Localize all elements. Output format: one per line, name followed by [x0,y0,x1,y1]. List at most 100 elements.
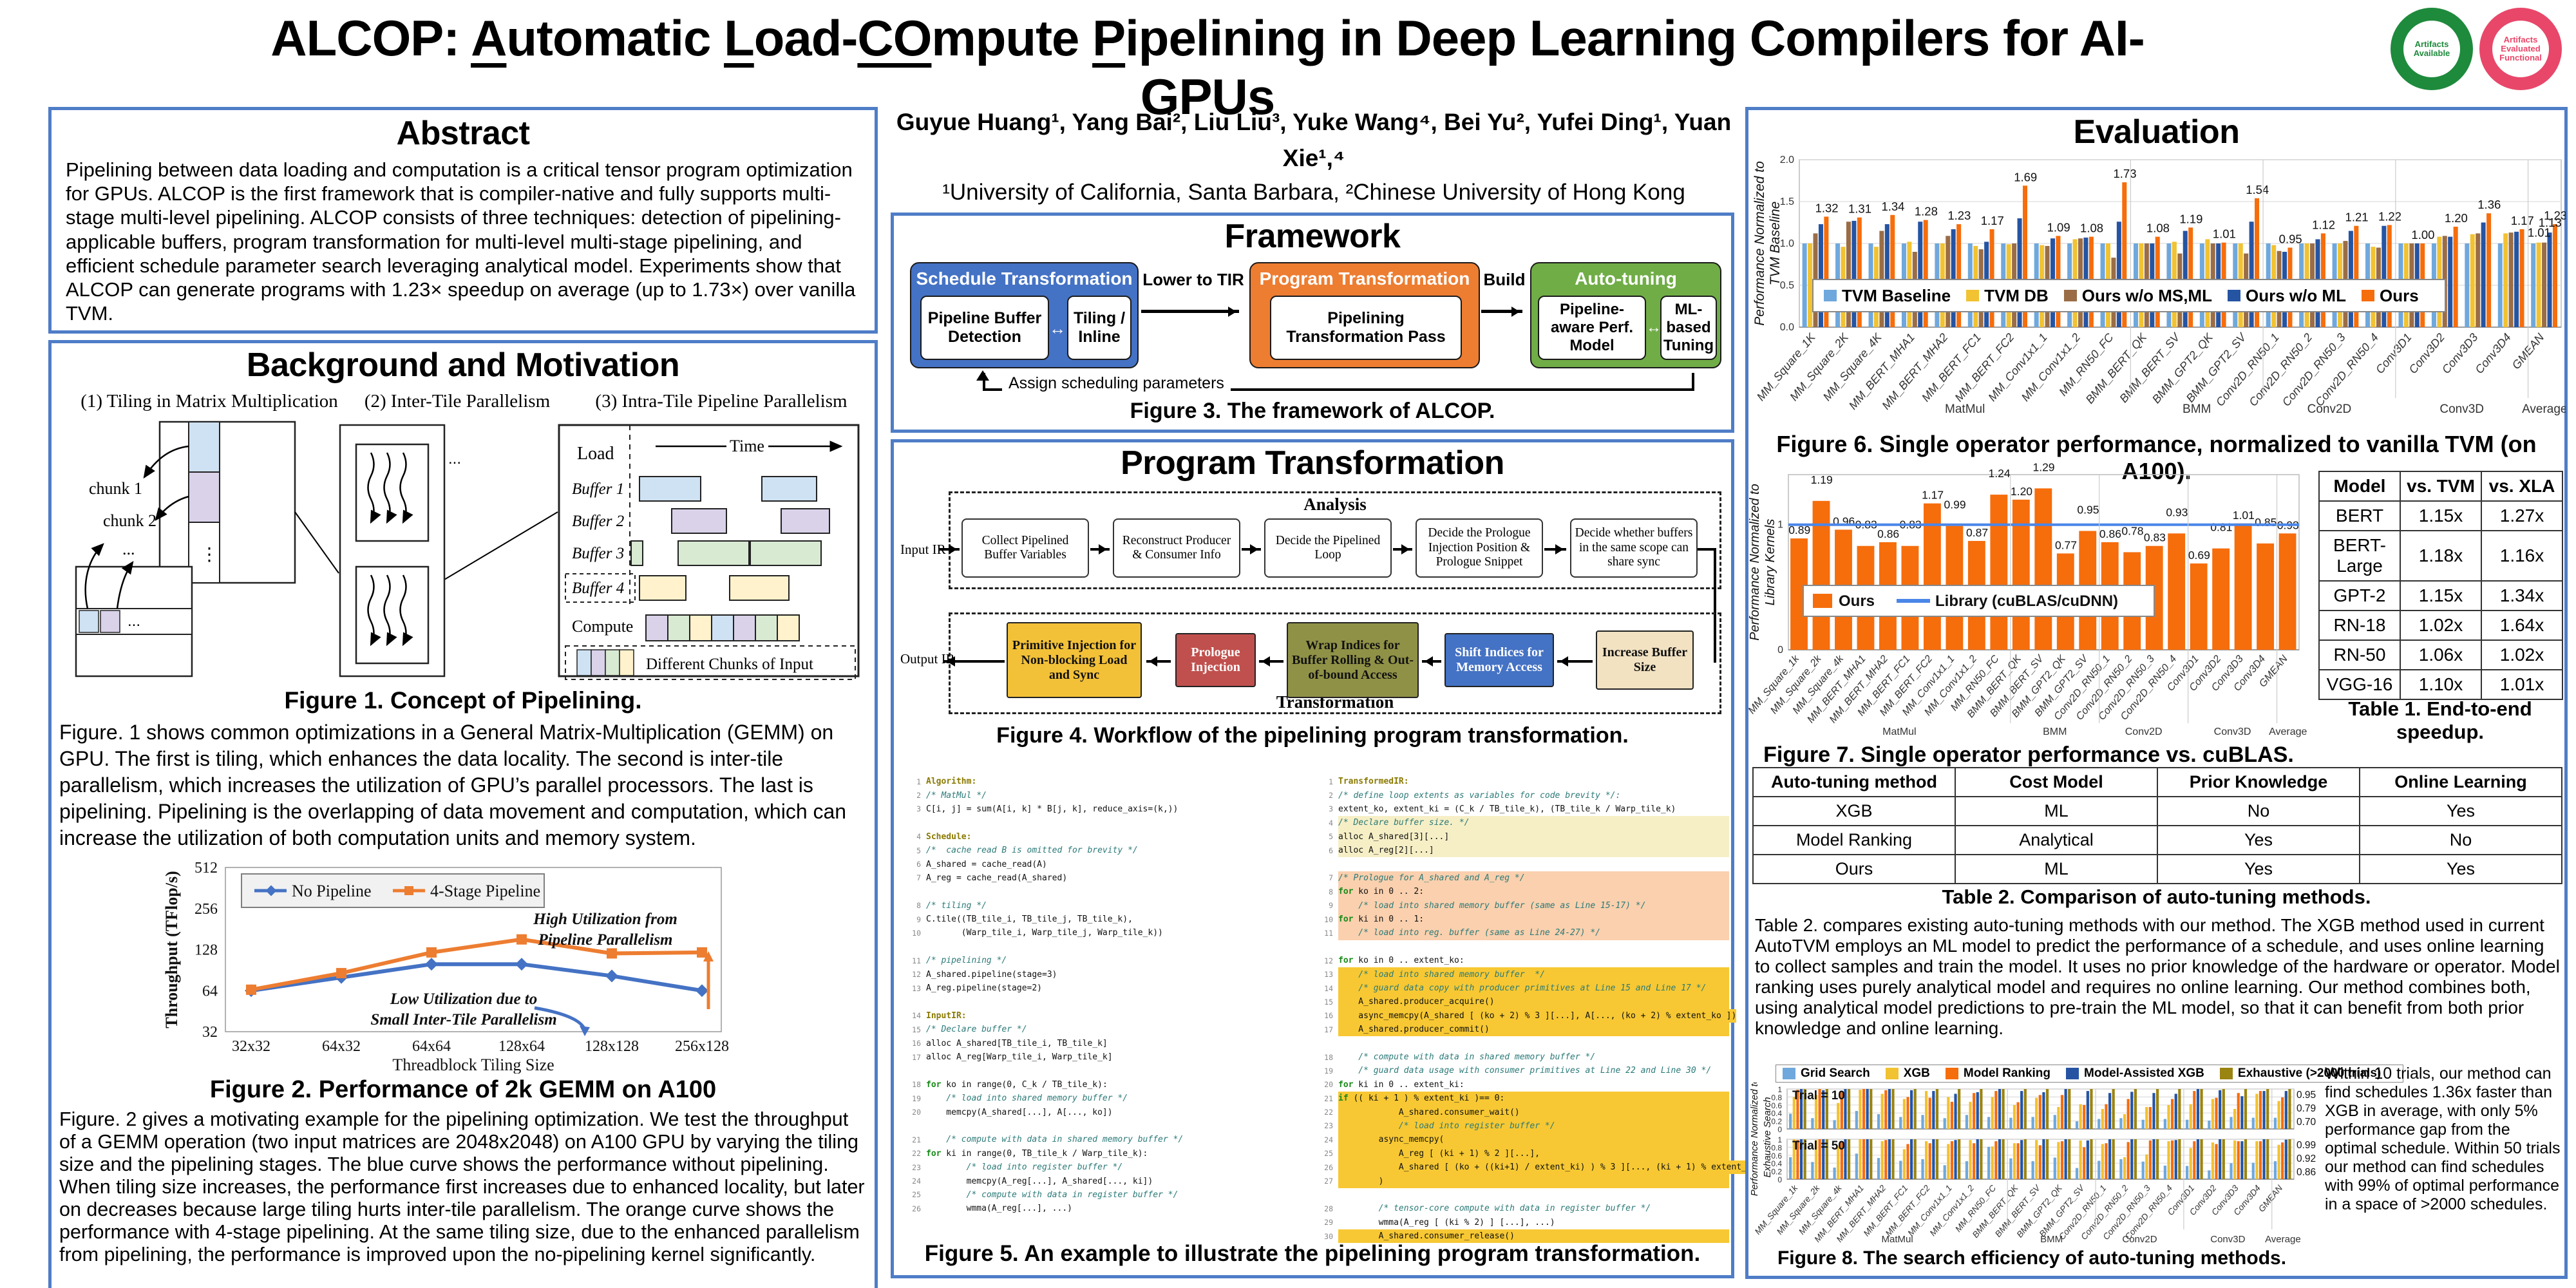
svg-text:0.70: 0.70 [2297,1117,2316,1128]
svg-text:0.4: 0.4 [1771,1159,1782,1168]
analysis-arrow [1393,544,1412,554]
abstract-panel: Abstract Pipelining between data loading… [48,107,878,334]
svg-text:0.86: 0.86 [2297,1167,2316,1178]
svg-text:1.00: 1.00 [2411,228,2434,242]
svg-text:Performance Normalized to: Performance Normalized to [1748,484,1762,640]
input-ir-arrow [939,544,960,554]
fig1-chunk1-label: chunk 1 [89,479,142,498]
svg-text:0.99: 0.99 [2297,1140,2316,1151]
svg-text:0.0: 0.0 [1780,322,1794,333]
artifacts-available-badge-label: Artifacts Available [2403,21,2460,77]
figure2-caption: Figure 2. Performance of 2k GEMM on A100 [209,1076,717,1103]
svg-text:Library (cuBLAS/cuDNN): Library (cuBLAS/cuDNN) [1935,592,2118,610]
double-arrow-icon: ↔ [1646,319,1662,336]
svg-text:1.22: 1.22 [2378,209,2401,223]
svg-text:32: 32 [202,1024,218,1041]
svg-text:MM_BERT_FC1: MM_BERT_FC1 [1919,331,1984,404]
svg-text:MM_Square_1K: MM_Square_1K [1754,330,1819,403]
analysis-step-1: Collect Pipelined Buffer Variables [961,518,1089,578]
transform-step-prologue-injection: Prologue Injection [1175,633,1256,687]
transform-arrow [1146,656,1171,667]
svg-text:Conv2D_RN50_4: Conv2D_RN50_4 [2313,331,2381,409]
build-label: Build [1483,270,1526,289]
fig1-legend-label: Different Chunks of Input [646,656,813,673]
svg-text:64x64: 64x64 [412,1038,451,1055]
svg-text:1.32: 1.32 [1815,201,1839,214]
svg-text:1.31: 1.31 [1848,202,1871,216]
analysis-label: Analysis [1303,495,1367,514]
analysis-arrow [1242,544,1261,554]
svg-text:64x32: 64x32 [322,1038,361,1055]
author-names: Guyue Huang¹, Yang Bai², Liu Liu³, Yuke … [896,109,1732,171]
svg-text:1.69: 1.69 [2014,170,2037,184]
transform-arrow [1259,656,1283,667]
svg-text:0.6: 0.6 [1771,1151,1782,1160]
svg-text:Low Utilization due to: Low Utilization due to [390,990,538,1008]
svg-text:Conv2D: Conv2D [2125,726,2163,737]
svg-text:1.01: 1.01 [2213,227,2236,241]
transform-arrow [1557,656,1593,667]
figure1-caption: Figure 1. Concept of Pipelining. [284,687,642,714]
svg-text:0.92: 0.92 [2297,1153,2316,1164]
svg-text:1.73: 1.73 [2113,167,2136,180]
transform-step-shift-indices: Shift Indices for Memory Access [1444,633,1554,687]
svg-text:Trial = 50: Trial = 50 [1792,1139,1845,1153]
svg-text:BMM_GPT2_SV: BMM_GPT2_SV [2184,330,2249,404]
svg-text:⋮: ⋮ [200,544,218,564]
svg-text:Average: Average [2269,726,2307,737]
svg-text:1.20: 1.20 [2445,211,2468,225]
figure5-caption: Figure 5. An example to illustrate the p… [924,1241,1701,1266]
svg-text:0.8: 0.8 [1771,1143,1782,1152]
input-ir-label: Input IR [900,542,946,557]
svg-text:Conv3D: Conv3D [2210,1234,2245,1245]
svg-text:0.2: 0.2 [1771,1117,1782,1126]
svg-text:Throughput (TFlop/s): Throughput (TFlop/s) [162,871,181,1028]
svg-text:1: 1 [1777,1135,1782,1144]
fig1-buffer2-label: Buffer 2 [572,513,624,530]
artifacts-evaluated-badge-label: Artifacts Evaluated Functional [2492,21,2549,77]
svg-text:GMEAN: GMEAN [2257,1183,2284,1214]
svg-text:0.95: 0.95 [2297,1090,2316,1101]
svg-text:1.54: 1.54 [2246,183,2269,196]
svg-text:1.19: 1.19 [1811,473,1833,486]
fig1-buffer4-label: Buffer 4 [572,580,624,597]
svg-text:0.86: 0.86 [2099,527,2121,540]
figure3-caption: Figure 3. The framework of ALCOP. [1130,399,1495,423]
abstract-heading: Abstract [396,115,530,152]
ml-based-tuning-box: ML-based Tuning [1660,296,1717,360]
output-ir-arrow [944,656,1005,667]
build-arrow [1481,307,1522,317]
svg-text:Conv2D: Conv2D [2307,402,2352,416]
svg-text:1.23: 1.23 [2544,209,2566,222]
svg-text:0.81: 0.81 [2210,521,2232,534]
transform-step-primitive-injection: Primitive Injection for Non-blocking Loa… [1007,622,1142,698]
svg-text:1.34: 1.34 [1881,200,1904,213]
evaluation-sidenote: Within 10 trials, our method can find sc… [2325,1065,2561,1213]
svg-text:0.95: 0.95 [2077,503,2099,516]
schedule-transformation-box: Schedule Transformation Pipeline Buffer … [910,262,1139,368]
svg-text:0.5: 0.5 [1780,280,1794,291]
fig1-subcaption-1: (1) Tiling in Matrix Multiplication [80,391,338,412]
svg-text:Small Inter-Tile Parallelism: Small Inter-Tile Parallelism [370,1011,556,1028]
output-ir-label: Output IR [900,651,955,667]
svg-text:TVM Baseline: TVM Baseline [1768,202,1783,286]
analysis-step-3: Decide the Pipelined Loop [1264,518,1392,578]
abstract-body: Pipelining between data loading and comp… [66,158,856,325]
lower-to-tir-label: Lower to TIR [1142,270,1244,289]
svg-text:0.93: 0.93 [2166,506,2188,518]
transform-step-increase-buffer: Increase Buffer Size [1596,630,1694,690]
svg-text:1.08: 1.08 [2146,222,2170,235]
analysis-step-5: Decide whether buffers in the same scope… [1570,518,1698,578]
figure4-caption: Figure 4. Workflow of the pipelining pro… [996,723,1629,748]
fig1-buffer1-label: Buffer 1 [572,480,624,498]
svg-text:Threadblock Tiling Size: Threadblock Tiling Size [392,1056,554,1074]
svg-text:1.0: 1.0 [1780,238,1794,249]
svg-text:0.4: 0.4 [1771,1109,1782,1118]
program-transformation-heading: Program Transformation [1121,444,1504,482]
artifacts-evaluated-badge: Artifacts Evaluated Functional [2479,8,2562,90]
background-heading: Background and Motivation [246,346,680,384]
svg-text:Trial = 10: Trial = 10 [1792,1089,1845,1103]
